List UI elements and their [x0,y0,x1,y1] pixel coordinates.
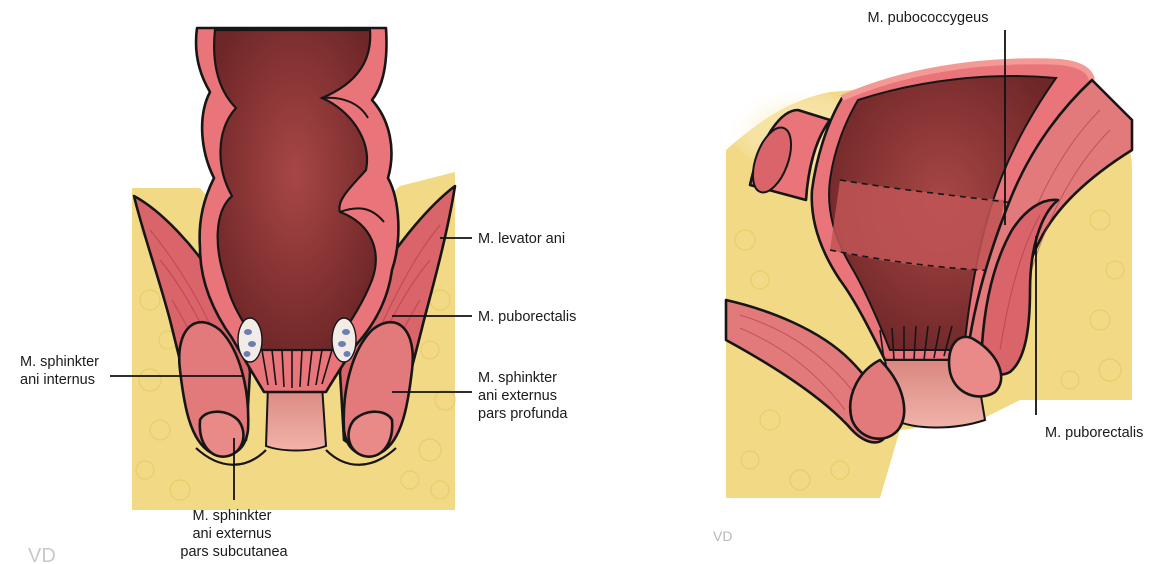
watermark-left: VD [28,545,56,564]
label-levator-ani: M. levator ani [478,231,565,247]
watermark-right: VD [713,528,732,544]
label-puborectalis-right: M. puborectalis [1045,425,1143,441]
label-puborectalis-left: M. puborectalis [478,309,576,325]
left-cross-section [132,28,455,510]
label-sphinkter-internus: M. sphinkter ani internus [20,354,103,388]
label-pubococcygeus: M. pubococcygeus [868,10,989,26]
label-sphinkter-subcutanea: M. sphinkter ani externus pars subcutane… [180,508,288,560]
label-sphinkter-profunda: M. sphinkter ani externus pars profunda [478,370,568,422]
left-anal-canal [266,385,326,451]
